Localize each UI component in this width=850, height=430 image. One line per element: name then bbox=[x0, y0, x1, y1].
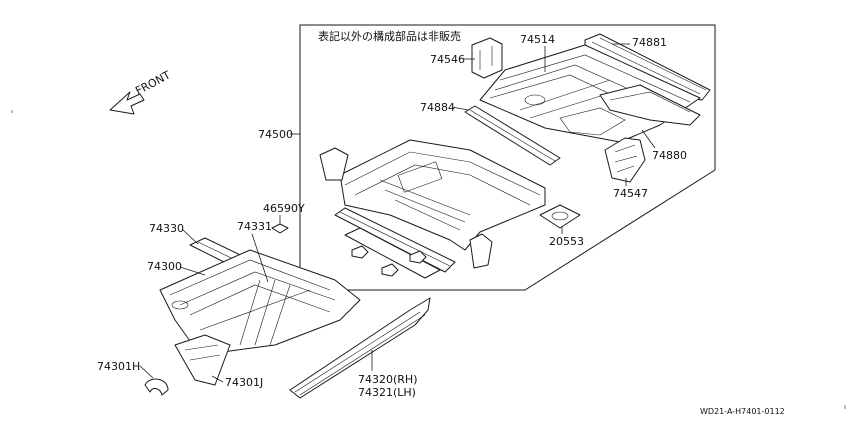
leader-74301J bbox=[211, 375, 224, 383]
leader-74330 bbox=[181, 228, 199, 245]
leader-74331 bbox=[251, 233, 269, 283]
part-74320-74321-sill bbox=[289, 297, 431, 399]
leader-74880 bbox=[641, 129, 656, 149]
label-74330: 74330 bbox=[149, 222, 184, 235]
part-74546-bracket bbox=[471, 37, 503, 79]
non-sale-note: 表記以外の構成部品は非販売 bbox=[318, 29, 461, 43]
part-74884-crossmember bbox=[464, 105, 561, 166]
part-74301J-bracket bbox=[174, 334, 231, 386]
label-74547: 74547 bbox=[613, 187, 648, 200]
part-74300-front-floor bbox=[159, 249, 361, 356]
label-74321: 74321(LH) bbox=[358, 386, 416, 399]
small-bracket-a bbox=[319, 147, 349, 181]
small-bracket-b bbox=[469, 233, 493, 269]
part-46590Y-clip bbox=[271, 223, 289, 234]
part-74547-bracket bbox=[604, 137, 646, 183]
part-74301H-bracket bbox=[144, 378, 169, 396]
label-74301H: 74301H bbox=[97, 360, 140, 373]
leader-74301H bbox=[139, 365, 154, 379]
part-74880-side-member bbox=[599, 84, 701, 126]
leader-74300 bbox=[179, 266, 206, 276]
part-74514-rear-floor bbox=[479, 44, 701, 143]
small-nut-1 bbox=[351, 245, 369, 259]
label-20553: 20553 bbox=[549, 235, 584, 248]
label-74884: 74884 bbox=[420, 101, 455, 114]
assembly-boundary bbox=[299, 24, 716, 291]
leader-74884 bbox=[451, 106, 469, 111]
label-74331: 74331 bbox=[237, 220, 272, 233]
drawing-code: WD21-A-H7401-0112 bbox=[700, 407, 785, 416]
label-74881: 74881 bbox=[632, 36, 667, 49]
label-74500: 74500 bbox=[258, 128, 293, 141]
front-label: FRONT bbox=[133, 68, 173, 97]
part-74500-floor-assembly bbox=[339, 139, 546, 251]
label-74300: 74300 bbox=[147, 260, 182, 273]
front-direction-arrow: FRONT bbox=[109, 68, 173, 115]
label-74301J: 74301J bbox=[225, 376, 263, 389]
part-20553-plate bbox=[539, 204, 581, 229]
label-74320: 74320(RH) bbox=[358, 373, 418, 386]
label-74514: 74514 bbox=[520, 33, 555, 46]
small-nut-3 bbox=[409, 250, 427, 264]
label-74546: 74546 bbox=[430, 53, 465, 66]
small-nut-2 bbox=[381, 263, 399, 277]
label-46590Y: 46590Y bbox=[263, 202, 305, 215]
label-74880: 74880 bbox=[652, 149, 687, 162]
